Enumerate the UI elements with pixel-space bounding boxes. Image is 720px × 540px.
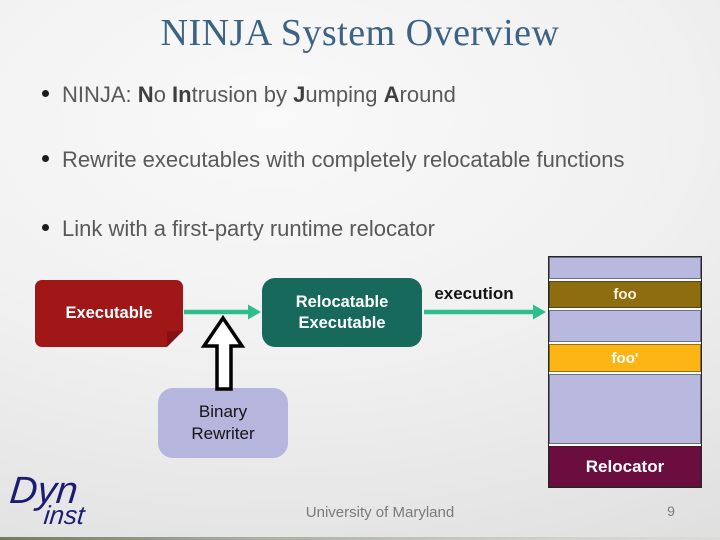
relocatable-label-line1: Relocatable — [295, 292, 389, 311]
stack-segment — [549, 257, 701, 279]
execution-label: execution — [434, 284, 514, 303]
arrow-exec-to-relocatable — [184, 304, 261, 320]
slide-title: NINJA System Overview — [160, 12, 560, 54]
stack-segment — [549, 374, 701, 444]
bullet-rewrite: Rewrite executables with completely relo… — [42, 145, 662, 174]
binary-rewriter-line1: Binary — [198, 401, 248, 421]
relocatable-executable-box: Relocatable Executable — [262, 278, 422, 347]
bullet-marker — [42, 224, 49, 231]
relocatable-label-line2: Executable — [298, 313, 386, 332]
binary-rewriter-up-arrow — [200, 314, 246, 391]
binary-rewriter-box: Binary Rewriter — [158, 388, 288, 458]
bullet-text: Link with a first-party runtime relocato… — [62, 216, 435, 241]
bullet-link: Link with a first-party runtime relocato… — [42, 214, 682, 243]
stack-segment-foo-prime: foo' — [549, 344, 701, 372]
slide-bottom-edge — [0, 537, 720, 540]
folded-corner — [167, 331, 183, 347]
memory-layout-stack: foo foo' Relocator — [548, 256, 702, 488]
binary-rewriter-line2: Rewriter — [191, 424, 255, 443]
stack-segment-relocator: Relocator — [549, 446, 701, 487]
bullet-ninja-acronym: NINJA: No Intrusion by Jumping Around — [42, 80, 682, 109]
bullet-text: NINJA: No Intrusion by Jumping Around — [62, 82, 456, 107]
footer-institution: University of Maryland — [305, 504, 455, 521]
stack-segment — [549, 310, 701, 342]
bullet-marker — [42, 90, 49, 97]
executable-box: Executable — [35, 280, 183, 347]
arrow-execution-to-stack — [424, 304, 546, 320]
dyninst-logo: Dyn inst — [8, 470, 118, 534]
slide-page-number: 9 — [667, 503, 675, 519]
dyninst-logo-text-inst: inst — [42, 500, 87, 530]
bullet-text: Rewrite executables with completely relo… — [62, 147, 625, 172]
bullet-marker — [42, 155, 49, 162]
executable-label: Executable — [65, 304, 153, 322]
stack-segment-foo: foo — [549, 281, 701, 308]
